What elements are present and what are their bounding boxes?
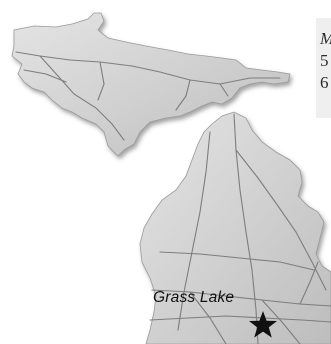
road	[235, 149, 327, 291]
star-icon	[249, 311, 277, 338]
upper-peninsula-shape	[11, 12, 291, 157]
road	[23, 69, 67, 83]
info-box: M 5 6	[316, 18, 331, 118]
road	[39, 55, 125, 141]
road	[15, 51, 281, 85]
road	[261, 299, 301, 344]
place-label: Grass Lake	[153, 289, 235, 306]
road	[151, 289, 331, 307]
road	[189, 291, 227, 344]
road	[149, 315, 331, 323]
road	[299, 261, 319, 305]
road	[159, 251, 315, 271]
info-line: 5	[320, 51, 329, 70]
road	[97, 61, 105, 101]
info-line: M	[320, 30, 331, 47]
lower-peninsula-shape	[139, 111, 331, 344]
road	[219, 83, 229, 97]
info-line: 6	[320, 73, 329, 92]
road	[175, 79, 191, 111]
road	[177, 131, 211, 331]
road-network	[15, 51, 331, 344]
